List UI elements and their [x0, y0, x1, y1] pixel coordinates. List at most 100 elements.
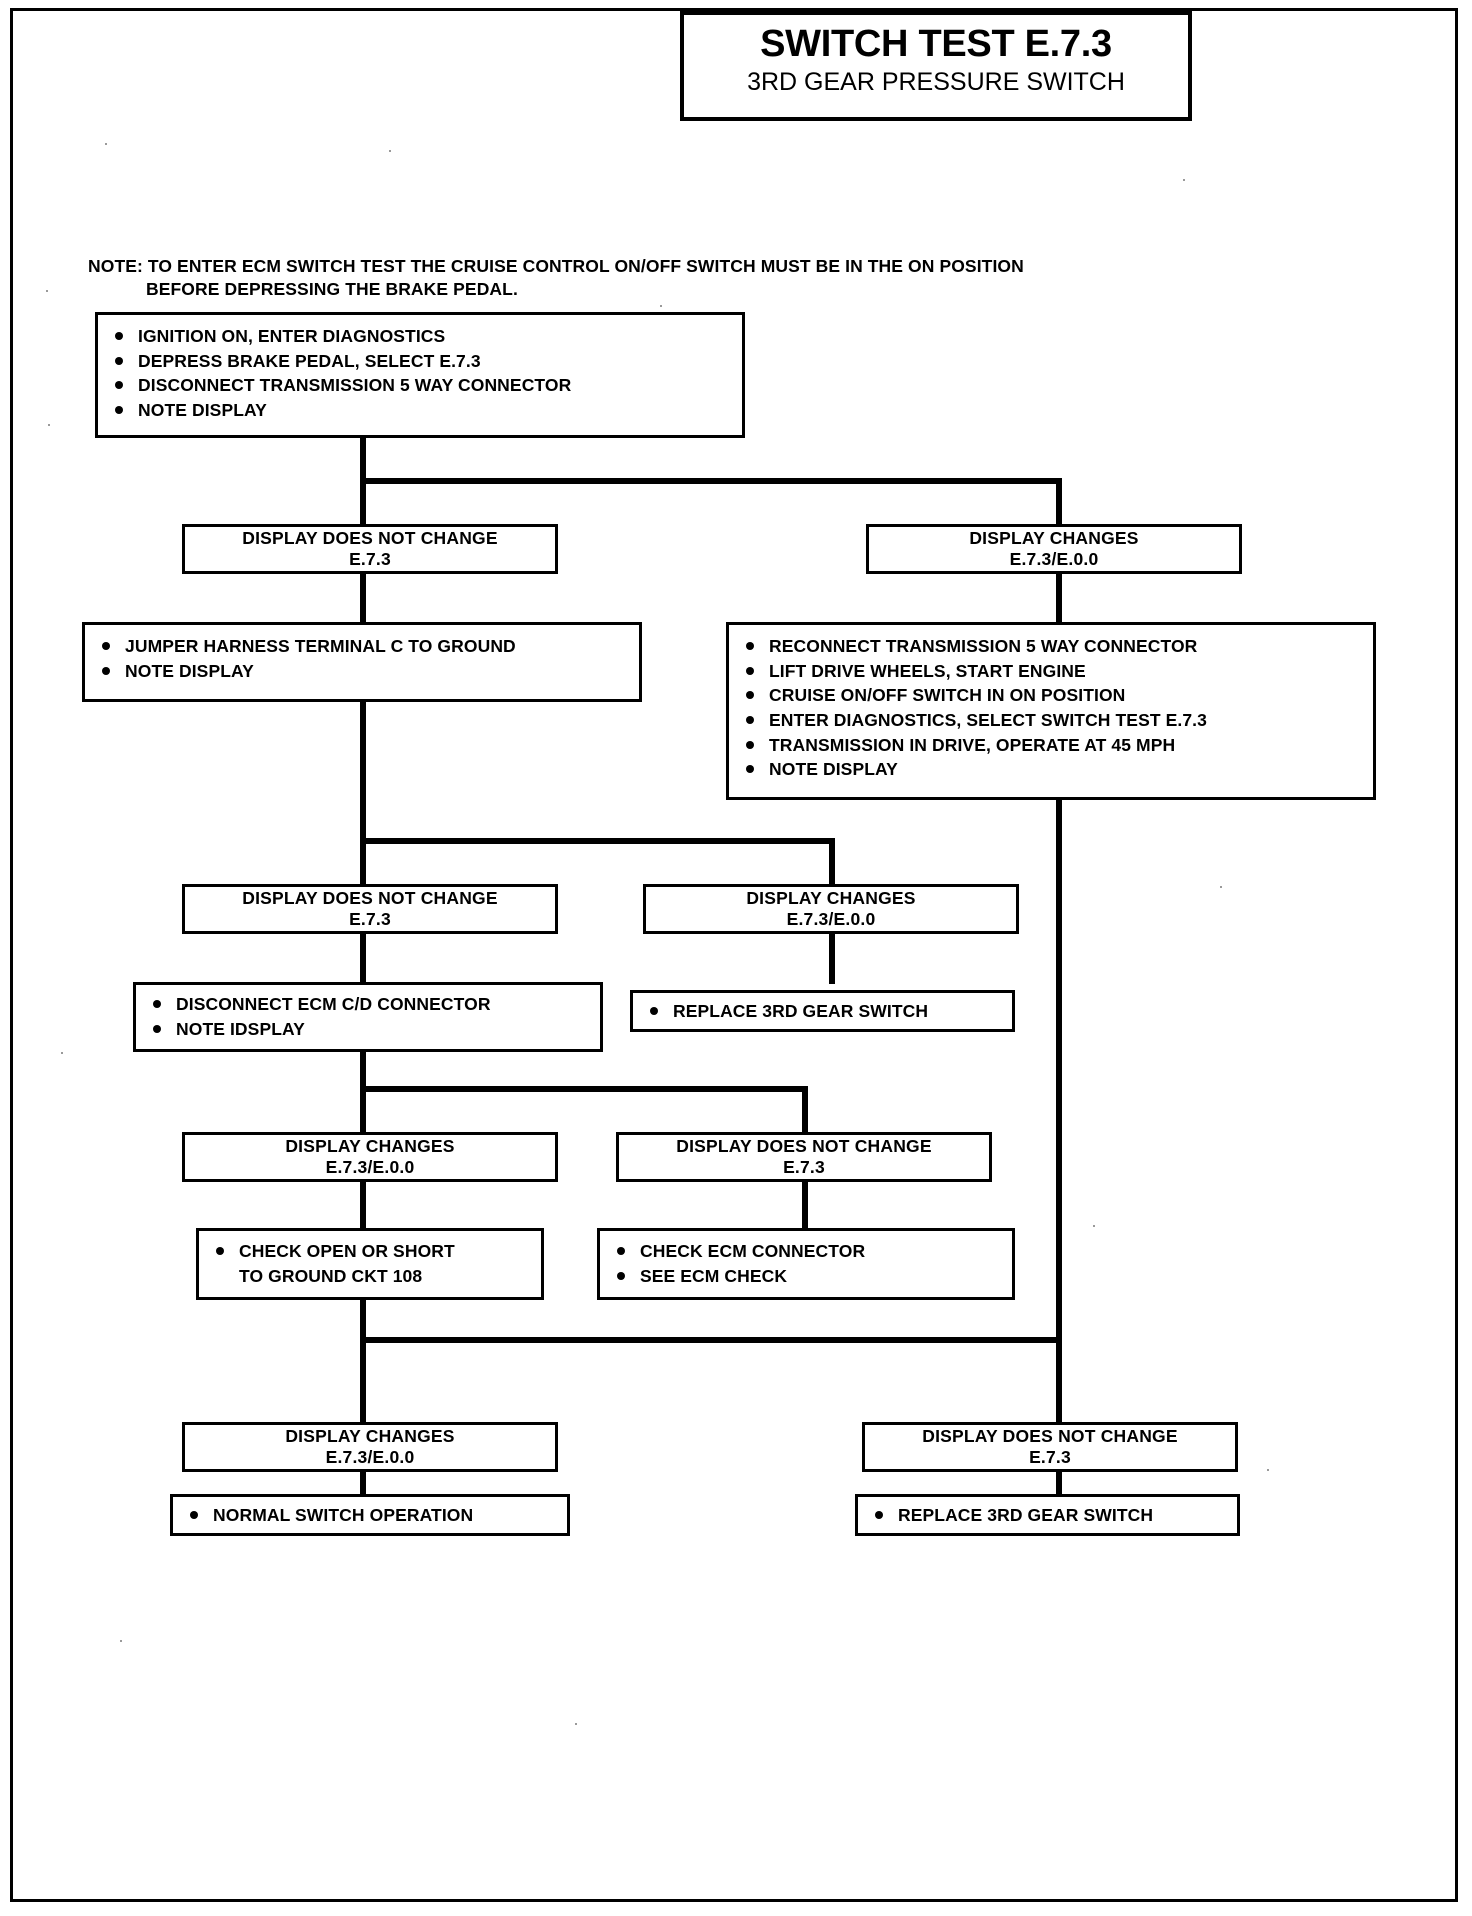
list-item: ENTER DIAGNOSTICS, SELECT SWITCH TEST E.… — [743, 708, 1373, 733]
page-title: SWITCH TEST E.7.3 — [760, 23, 1112, 65]
action-disconnect-ecm-list: DISCONNECT ECM C/D CONNECTOR NOTE IDSPLA… — [136, 985, 600, 1041]
decision-line-1: DISPLAY CHANGES — [746, 888, 916, 909]
decision-line-2: E.7.3/E.0.0 — [786, 909, 876, 929]
scan-speck — [1183, 179, 1185, 181]
list-item-line-2: TO GROUND CKT 108 — [239, 1265, 423, 1286]
connector-a4left-down — [360, 1300, 366, 1342]
decision-line-1: DISPLAY CHANGES — [285, 1426, 455, 1447]
list-item-line-1: CHECK OPEN OR SHORT — [239, 1241, 455, 1261]
decision-line-2: E.7.3 — [1029, 1447, 1071, 1467]
page-border — [10, 8, 1458, 1902]
scan-speck — [389, 150, 391, 152]
list-item: DISCONNECT TRANSMISSION 5 WAY CONNECTOR — [112, 373, 742, 398]
title-block: SWITCH TEST E.7.3 3RD GEAR PRESSURE SWIT… — [680, 11, 1192, 121]
note-text: NOTE: TO ENTER ECM SWITCH TEST THE CRUIS… — [88, 255, 1158, 301]
connector-d3left-to-a4left — [360, 1182, 366, 1230]
list-item: RECONNECT TRANSMISSION 5 WAY CONNECTOR — [743, 634, 1373, 659]
connector-d2right-to-a3right — [829, 932, 835, 984]
decision-line-2: E.7.3/E.0.0 — [1009, 549, 1099, 569]
decision-line-1: DISPLAY CHANGES — [969, 528, 1139, 549]
connector-start-down — [360, 438, 366, 483]
decision-line-2: E.7.3 — [349, 549, 391, 569]
list-item: NOTE DISPLAY — [112, 398, 742, 423]
list-item: NOTE DISPLAY — [99, 659, 639, 684]
connector-right-spine — [1056, 798, 1062, 1383]
list-item: JUMPER HARNESS TERMINAL C TO GROUND — [99, 634, 639, 659]
decision-line-2: E.7.3 — [783, 1157, 825, 1177]
connector-bus-4 — [360, 1337, 1062, 1343]
decision-line-2: E.7.3/E.0.0 — [325, 1157, 415, 1177]
decision-line-2: E.7.3 — [349, 909, 391, 929]
scan-speck — [120, 1640, 122, 1642]
connector-a2left-spine — [360, 700, 366, 844]
decision-display-changes-3: DISPLAY CHANGES E.7.3/E.0.0 — [182, 1132, 558, 1182]
decision-display-changes-1: DISPLAY CHANGES E.7.3/E.0.0 — [866, 524, 1242, 574]
scan-speck — [48, 424, 50, 426]
list-item: CHECK OPEN OR SHORT TO GROUND CKT 108 — [213, 1239, 541, 1288]
list-item: DISCONNECT ECM C/D CONNECTOR — [150, 992, 600, 1017]
start-action-box: IGNITION ON, ENTER DIAGNOSTICS DEPRESS B… — [95, 312, 745, 438]
connector-to-d2-left — [360, 838, 366, 886]
connector-to-d3-left — [360, 1086, 366, 1134]
connector-bus-1 — [360, 478, 1062, 484]
list-item: NOTE IDSPLAY — [150, 1017, 600, 1042]
decision-line-1: DISPLAY DOES NOT CHANGE — [676, 1136, 932, 1157]
action-reconnect-transmission-list: RECONNECT TRANSMISSION 5 WAY CONNECTOR L… — [729, 625, 1373, 782]
connector-d3right-to-a4right — [802, 1182, 808, 1230]
note-line-2: BEFORE DEPRESSING THE BRAKE PEDAL. — [146, 279, 518, 300]
decision-line-2: E.7.3/E.0.0 — [325, 1447, 415, 1467]
list-item: TRANSMISSION IN DRIVE, OPERATE AT 45 MPH — [743, 733, 1373, 758]
action-check-open-short-box: CHECK OPEN OR SHORT TO GROUND CKT 108 — [196, 1228, 544, 1300]
connector-d1left-to-a2left — [360, 572, 366, 624]
action-replace-3rd-gear-switch-box-1: REPLACE 3RD GEAR SWITCH — [630, 990, 1015, 1032]
result-replace-3rd-gear-switch-box-2: REPLACE 3RD GEAR SWITCH — [855, 1494, 1240, 1536]
action-jumper-harness-box: JUMPER HARNESS TERMINAL C TO GROUND NOTE… — [82, 622, 642, 702]
note-line-1: NOTE: TO ENTER ECM SWITCH TEST THE CRUIS… — [88, 256, 1024, 276]
decision-display-does-not-change-2: DISPLAY DOES NOT CHANGE E.7.3 — [182, 884, 558, 934]
scan-speck — [105, 143, 107, 145]
scan-speck — [660, 305, 662, 307]
decision-line-1: DISPLAY DOES NOT CHANGE — [242, 528, 498, 549]
connector-d2left-to-a3left — [360, 932, 366, 984]
action-reconnect-transmission-box: RECONNECT TRANSMISSION 5 WAY CONNECTOR L… — [726, 622, 1376, 800]
decision-display-changes-4: DISPLAY CHANGES E.7.3/E.0.0 — [182, 1422, 558, 1472]
action-check-ecm-connector-box: CHECK ECM CONNECTOR SEE ECM CHECK — [597, 1228, 1015, 1300]
decision-line-1: DISPLAY DOES NOT CHANGE — [922, 1426, 1178, 1447]
result-normal-switch-operation-box: NORMAL SWITCH OPERATION — [170, 1494, 570, 1536]
decision-line-1: DISPLAY DOES NOT CHANGE — [242, 888, 498, 909]
action-disconnect-ecm-box: DISCONNECT ECM C/D CONNECTOR NOTE IDSPLA… — [133, 982, 603, 1052]
list-item: IGNITION ON, ENTER DIAGNOSTICS — [112, 324, 742, 349]
connector-spine-to-d4right — [1056, 1377, 1062, 1425]
list-item: CHECK ECM CONNECTOR — [614, 1239, 1012, 1264]
list-item: NOTE DISPLAY — [743, 757, 1373, 782]
result-text: NORMAL SWITCH OPERATION — [173, 1505, 473, 1526]
decision-line-1: DISPLAY CHANGES — [285, 1136, 455, 1157]
decision-display-does-not-change-3: DISPLAY DOES NOT CHANGE E.7.3 — [616, 1132, 992, 1182]
scan-speck — [61, 1052, 63, 1054]
connector-a3left-down — [360, 1050, 366, 1092]
list-item: CRUISE ON/OFF SWITCH IN ON POSITION — [743, 683, 1373, 708]
page-subtitle: 3RD GEAR PRESSURE SWITCH — [747, 67, 1125, 96]
connector-to-d1-left — [360, 478, 366, 526]
action-jumper-harness-list: JUMPER HARNESS TERMINAL C TO GROUND NOTE… — [85, 625, 639, 683]
scan-speck — [575, 1723, 577, 1725]
connector-bus-3 — [360, 1086, 808, 1092]
scan-speck — [1093, 1225, 1095, 1227]
scan-speck — [46, 290, 48, 292]
list-item: DEPRESS BRAKE PEDAL, SELECT E.7.3 — [112, 349, 742, 374]
list-item: SEE ECM CHECK — [614, 1264, 1012, 1289]
action-check-open-short-list: CHECK OPEN OR SHORT TO GROUND CKT 108 — [199, 1231, 541, 1288]
connector-bus-2 — [360, 838, 835, 844]
scan-speck — [1267, 1469, 1269, 1471]
list-item: LIFT DRIVE WHEELS, START ENGINE — [743, 659, 1373, 684]
start-action-list: IGNITION ON, ENTER DIAGNOSTICS DEPRESS B… — [98, 315, 742, 423]
scan-speck — [1220, 886, 1222, 888]
connector-to-d1-right — [1056, 478, 1062, 526]
decision-display-changes-2: DISPLAY CHANGES E.7.3/E.0.0 — [643, 884, 1019, 934]
decision-display-does-not-change-4: DISPLAY DOES NOT CHANGE E.7.3 — [862, 1422, 1238, 1472]
connector-to-d4-left — [360, 1337, 366, 1425]
action-text: REPLACE 3RD GEAR SWITCH — [633, 1001, 928, 1022]
connector-to-d2-right — [829, 838, 835, 886]
result-text: REPLACE 3RD GEAR SWITCH — [858, 1505, 1153, 1526]
